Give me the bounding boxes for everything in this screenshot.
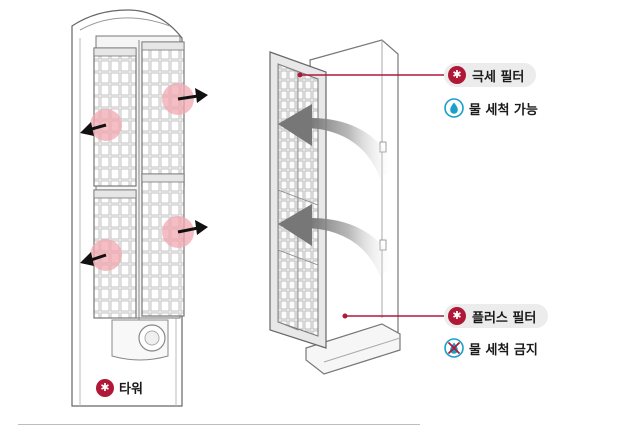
star-icon: ✱	[448, 307, 466, 325]
ultra-fine-filter-label: ✱ 극세 필터	[444, 63, 537, 87]
no-water-icon	[444, 338, 464, 358]
pull-arrow-right	[177, 220, 208, 235]
plus-filter-label: ✱ 플러스 필터	[444, 304, 549, 328]
pull-arrow-left	[80, 252, 107, 266]
tower-label: ✱ 타워	[96, 378, 143, 397]
bottom-divider	[18, 424, 420, 425]
tower-unit	[71, 9, 208, 407]
grip-spot	[90, 239, 122, 271]
star-icon: ✱	[448, 66, 466, 84]
removal-arrow-lower	[278, 204, 396, 276]
water-wash-ok-label: 물 세척 가능	[444, 97, 538, 119]
removal-arrow-upper	[278, 104, 396, 178]
filter-assembly	[269, 39, 444, 375]
pull-arrow-left	[80, 122, 107, 136]
star-icon: ✱	[96, 378, 114, 397]
no-water-wash-label: 물 세척 금지	[444, 337, 538, 359]
pull-arrow-right	[177, 88, 208, 103]
water-drop-icon	[444, 98, 464, 118]
